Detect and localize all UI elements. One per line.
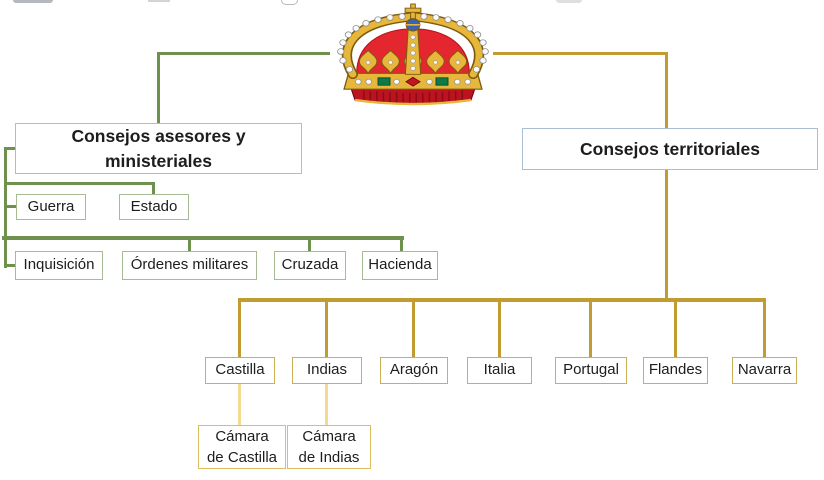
crop-artifact: [556, 0, 582, 3]
connector-guerra-stub: [4, 205, 16, 208]
node-label: Cámara: [215, 428, 269, 445]
connector-hacienda-vertical: [400, 236, 403, 252]
connector-ordenes-vertical: [188, 236, 191, 252]
connector-green-rail-stub: [4, 147, 16, 150]
node-camara-de-castilla: Cámara de Castilla: [198, 425, 286, 469]
node-consejos-territoriales: Consejos territoriales: [522, 128, 818, 170]
node-label: ministeriales: [105, 150, 212, 171]
node-label: Cámara: [302, 428, 356, 445]
node-camara-de-indias: Cámara de Indias: [287, 425, 371, 469]
connector-gold-row-horizontal: [238, 298, 766, 302]
node-aragon: Aragón: [380, 357, 448, 384]
node-portugal: Portugal: [555, 357, 627, 384]
connector-green-row2-horizontal: [2, 236, 404, 240]
node-label: Consejos asesores y: [71, 125, 246, 146]
connector-gold-mid-vertical: [665, 170, 668, 302]
node-label: de Indias: [298, 449, 360, 466]
connector-camara-indias-vertical: [325, 383, 328, 425]
connector-castilla-vertical: [238, 298, 241, 357]
connector-gold-top-vertical: [665, 52, 668, 129]
node-castilla: Castilla: [205, 357, 275, 384]
node-flandes: Flandes: [643, 357, 708, 384]
connector-green-top-vertical: [157, 52, 160, 123]
node-label: de Castilla: [206, 449, 278, 466]
node-estado: Estado: [119, 194, 189, 220]
connector-cruzada-vertical: [308, 236, 311, 252]
node-label: Consejos territoriales: [580, 138, 760, 159]
node-ordenes-militares: Órdenes militares: [122, 251, 257, 280]
node-consejos-asesores: Consejos asesores y ministeriales: [15, 123, 302, 174]
connector-indias-vertical: [325, 298, 328, 357]
connector-gold-top-horizontal: [493, 52, 668, 55]
node-inquisicion: Inquisición: [15, 251, 103, 280]
connector-estado-horizontal: [4, 182, 155, 185]
connector-italia-vertical: [498, 298, 501, 357]
connector-aragon-vertical: [412, 298, 415, 357]
spanish-royal-crown-icon: [320, 3, 506, 107]
node-italia: Italia: [467, 357, 532, 384]
node-guerra: Guerra: [16, 194, 86, 220]
crop-artifact: [281, 0, 298, 5]
connector-camara-castilla-vertical: [238, 383, 241, 425]
connector-inquisicion-stub: [4, 264, 15, 267]
connector-navarra-vertical: [763, 298, 766, 357]
node-cruzada: Cruzada: [274, 251, 346, 280]
node-indias: Indias: [292, 357, 362, 384]
node-navarra: Navarra: [732, 357, 797, 384]
connector-flandes-vertical: [674, 298, 677, 357]
connector-green-top-horizontal: [157, 52, 330, 55]
crop-artifact: [148, 0, 170, 2]
connector-estado-vertical: [152, 182, 155, 194]
crop-artifact: [13, 0, 53, 3]
node-hacienda: Hacienda: [362, 251, 438, 280]
connector-portugal-vertical: [589, 298, 592, 357]
